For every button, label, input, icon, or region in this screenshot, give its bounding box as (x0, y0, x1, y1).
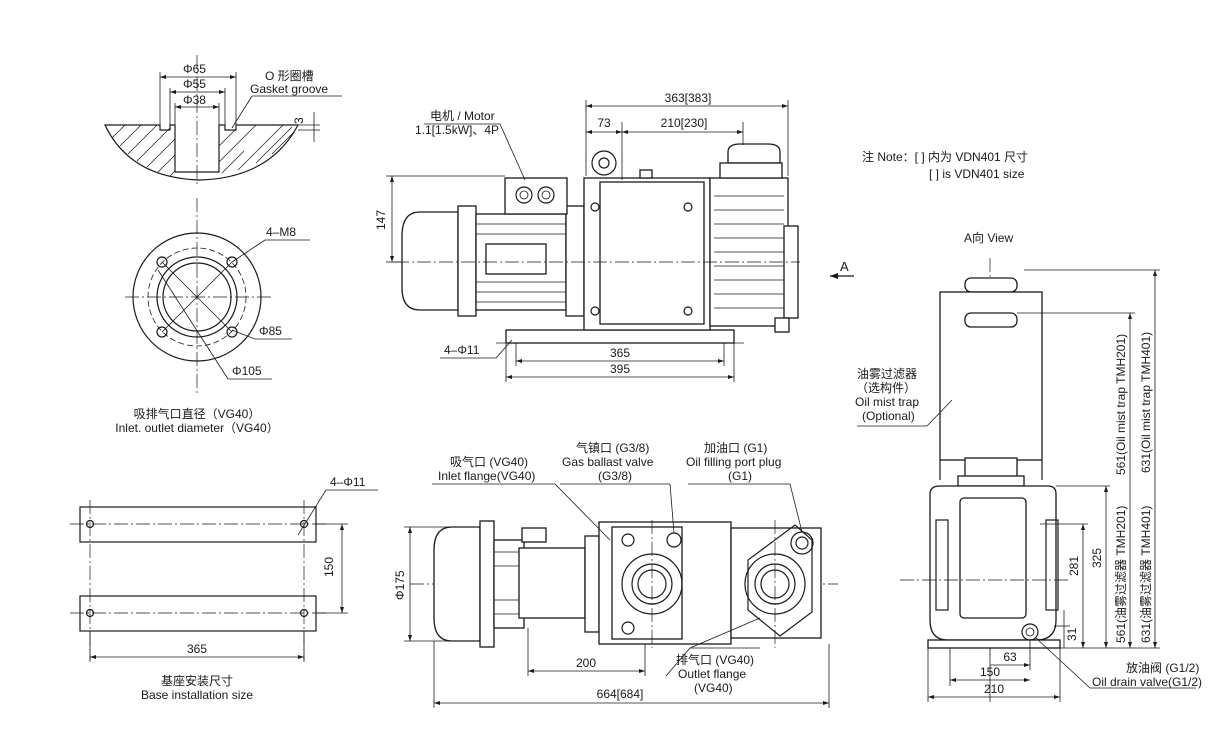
end-h325-label: 325 (1090, 548, 1104, 568)
end-view-title: A向 View (964, 230, 1013, 245)
outlet-size-label: (VG40) (694, 681, 733, 695)
filter-label-en: Oil mist trap (855, 395, 919, 409)
filter-label-en2: (Optional) (862, 409, 915, 423)
end-w150-label: 150 (980, 665, 1000, 679)
base-length-label: 365 (187, 642, 207, 656)
motor-spec-label: 1.1[1.5kW]、4P (415, 123, 499, 137)
side-d210-label: 210[230] (661, 116, 708, 130)
pump-top-view: 吸气口 (VG40) Inlet flange(VG40) 气镇口 (G3/8)… (393, 440, 838, 708)
end-w63-label: 63 (1003, 650, 1017, 664)
ballast-label-cn: 气镇口 (G3/8) (576, 440, 649, 455)
flange-view: 4–M8 Φ85 Φ105 吸排气口直径（VG40） Inlet. outlet… (115, 198, 310, 435)
base-installation-view: 4–Φ11 150 365 基座安装尺寸 Base installation s… (70, 475, 378, 702)
gasket-d38-label: Φ38 (183, 93, 206, 107)
filter-label-cn: 油雾过滤器 (857, 367, 917, 381)
drain-label-cn: 放油阀 (G1/2) (1126, 660, 1199, 675)
outlet-label-cn: 排气口 (VG40) (676, 652, 754, 667)
base-caption-en: Base installation size (141, 688, 253, 702)
ballast-label-en: Gas ballast valve (562, 455, 654, 469)
filter-label-cn2: （选构件） (856, 380, 916, 395)
drain-label-en: Oil drain valve(G1/2) (1092, 675, 1202, 689)
flange-caption-en: Inlet. outlet diameter（VG40） (115, 421, 278, 435)
end-view-a: A向 View 油雾过滤器 （选构件） Oil mist trap (Optio… (855, 230, 1202, 702)
top-d200-label: 200 (576, 656, 596, 670)
gasket-groove-label-cn: O 形圈槽 (265, 69, 314, 83)
gasket-d55-label: Φ55 (183, 77, 206, 91)
flange-d85-label: Φ85 (259, 324, 282, 338)
top-overall-label: 664[684] (597, 687, 644, 701)
side-d73-label: 73 (597, 116, 611, 130)
size-note: 注 Note：[ ] 内为 VDN401 尺寸 [ ] is VDN401 si… (862, 149, 1028, 181)
motor-label-cn: 电机 / Motor (430, 109, 495, 123)
gasket-groove-label-en: Gasket groove (250, 82, 328, 96)
end-h281-label: 281 (1067, 556, 1081, 576)
note-line2: [ ] is VDN401 size (929, 167, 1025, 181)
side-h147-label: 147 (374, 210, 388, 230)
base-holes-label: 4–Φ11 (330, 475, 366, 489)
base-width-label: 150 (322, 557, 336, 577)
gasket-d65-label: Φ65 (183, 62, 206, 76)
outlet-label-en: Outlet flange (678, 667, 746, 681)
side-overall-label: 363[383] (665, 91, 712, 105)
gasket-depth-label: 3 (292, 117, 306, 124)
ballast-size-label: (G3/8) (598, 469, 632, 483)
side-d395-label: 395 (610, 362, 630, 376)
side-holes-label: 4–Φ11 (444, 343, 480, 357)
base-caption-cn: 基座安装尺寸 (161, 673, 233, 688)
gasket-groove-section: Φ65 Φ55 Φ38 O 形圈槽 Gasket groove 3 (104, 55, 342, 185)
flange-caption-cn: 吸排气口直径（VG40） (134, 406, 261, 421)
inlet-label-en: Inlet flange(VG40) (438, 469, 535, 483)
end-h631-label: 631(Oil mist trap TMH401) (1139, 332, 1153, 473)
end-h561-label: 561(Oil mist trap TMH201) (1114, 334, 1128, 475)
note-line1: 注 Note：[ ] 内为 VDN401 尺寸 (862, 149, 1028, 164)
flange-bolts-label: 4–M8 (266, 225, 296, 239)
oilfill-size-label: (G1) (728, 469, 752, 483)
inlet-label-cn: 吸气口 (VG40) (450, 454, 528, 469)
top-d175-label: Φ175 (393, 570, 407, 600)
end-h561-cn-label: 561(油雾过滤器 TMH201) (1114, 506, 1128, 643)
end-h631-cn-label: 631(油雾过滤器 TMH401) (1139, 506, 1153, 643)
end-h31-label: 31 (1065, 627, 1079, 641)
view-a-marker: A (840, 259, 849, 274)
side-d365-label: 365 (610, 346, 630, 360)
pump-side-view: 电机 / Motor 1.1[1.5kW]、4P 147 363[383] 73… (374, 91, 854, 382)
flange-d105-label: Φ105 (232, 364, 262, 378)
oilfill-label-en: Oil filling port plug (686, 455, 781, 469)
end-w210-label: 210 (984, 682, 1004, 696)
oilfill-label-cn: 加油口 (G1) (704, 441, 767, 455)
